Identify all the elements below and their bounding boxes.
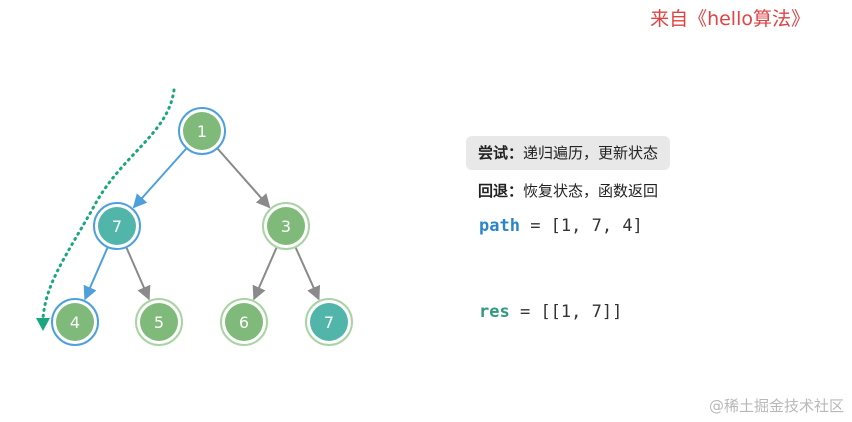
res-variable: res	[479, 302, 510, 322]
step-backtrack-text: 恢复状态，函数返回	[523, 182, 659, 200]
tree-node-lr: 5	[135, 298, 183, 346]
step-backtrack: 回退：恢复状态，函数返回	[466, 174, 670, 208]
tree-node-r: 3	[262, 202, 310, 250]
step-try-text: 递归遍历，更新状态	[523, 144, 659, 162]
path-assign-op: =	[519, 216, 551, 236]
tree-node-label: 5	[154, 313, 164, 332]
tree-node-ll: 4	[51, 298, 99, 346]
path-value: [1, 7, 4]	[550, 216, 643, 236]
tree-node-root: 1	[178, 107, 226, 155]
res-state-line: res = [[1, 7]]	[479, 302, 622, 322]
tree-edge-root-r	[216, 147, 271, 209]
tree-edge-root-l	[132, 147, 188, 209]
tree-node-label: 6	[239, 313, 249, 332]
tree-node-label: 3	[281, 217, 291, 236]
tree-node-label: 1	[197, 122, 207, 141]
tree-node-rl: 6	[220, 298, 268, 346]
traversal-path	[41, 88, 176, 320]
step-try-sep: ：	[508, 144, 524, 162]
tree-node-label: 7	[324, 313, 334, 332]
tree-edge-l-lr	[125, 246, 151, 301]
tree-edge-r-rl	[252, 246, 278, 301]
traversal-arrowhead	[36, 318, 50, 331]
res-value: [[1, 7]]	[540, 302, 623, 322]
path-state-line: path = [1, 7, 4]	[479, 216, 643, 236]
tree-node-label: 4	[70, 313, 80, 332]
res-assign-op: =	[509, 302, 541, 322]
step-backtrack-sep: ：	[508, 182, 524, 200]
source-brand-label: 来自《hello算法》	[650, 8, 810, 30]
step-try: 尝试：递归遍历，更新状态	[466, 136, 671, 170]
tree-node-label: 7	[112, 217, 122, 236]
path-variable: path	[479, 216, 520, 236]
tree-edge-r-rr	[294, 246, 321, 301]
watermark-label: @稀土掘金技术社区	[708, 397, 844, 415]
tree-edge-l-ll	[83, 246, 109, 301]
tree-node-rr: 7	[305, 298, 353, 346]
tree-node-l: 7	[93, 202, 141, 250]
step-backtrack-key: 回退	[478, 182, 509, 200]
step-try-key: 尝试	[478, 144, 509, 162]
